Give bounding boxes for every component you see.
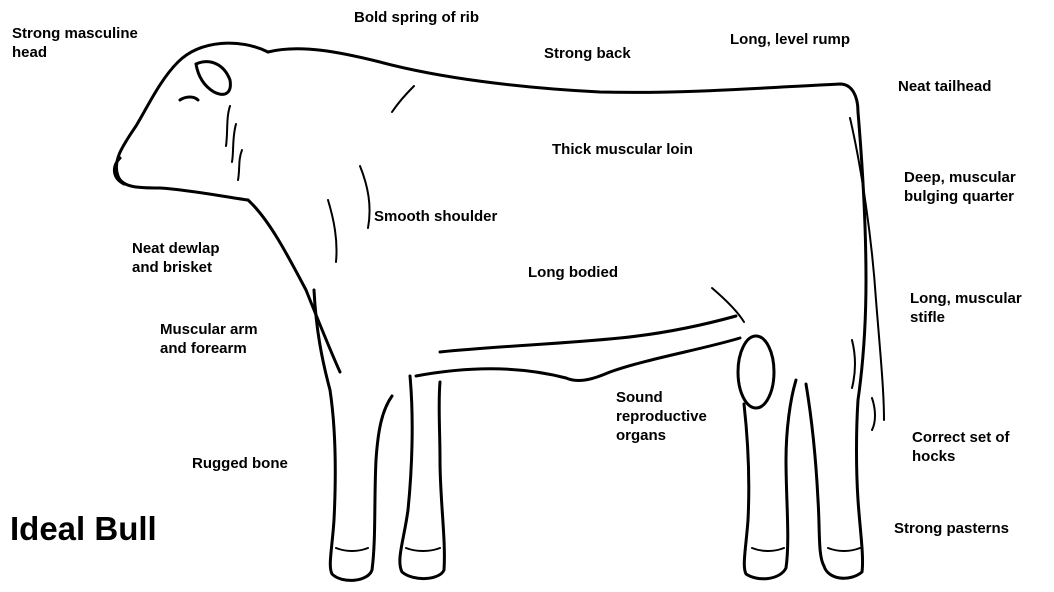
bull-dewlap [248,200,340,372]
bull-front-leg-left [314,290,392,580]
bull-head-outline [116,43,268,200]
bull-neck-wrinkles [226,106,242,180]
label-head: Strong masculine head [12,24,138,62]
label-reproductive: Sound reproductive organs [616,388,707,445]
page-title: Ideal Bull [10,510,157,548]
bull-shoulder-lines [328,86,414,262]
label-bone: Rugged bone [192,454,288,473]
bull-eye [180,97,198,100]
label-back: Strong back [544,44,631,63]
label-quarter: Deep, muscular bulging quarter [904,168,1016,206]
bull-hind-leg-right [806,384,824,566]
bull-belly [440,316,736,352]
label-shoulder: Smooth shoulder [374,207,497,226]
label-hocks: Correct set of hocks [912,428,1010,466]
bull-muzzle [114,158,124,184]
bull-scrotum [738,336,774,408]
label-dewlap: Neat dewlap and brisket [132,239,220,277]
label-rump: Long, level rump [730,30,850,49]
label-pasterns: Strong pasterns [894,519,1009,538]
bull-belly-lower [416,338,740,380]
bull-ear [196,62,230,95]
bull-hind-hoof-lines [752,548,860,551]
label-tailhead: Neat tailhead [898,77,991,96]
label-stifle: Long, muscular stifle [910,289,1022,327]
label-bodied: Long bodied [528,263,618,282]
label-loin: Thick muscular loin [552,140,693,159]
label-rib: Bold spring of rib [354,8,479,27]
bull-hind-quarter [824,112,866,578]
label-arm: Muscular arm and forearm [160,320,258,358]
bull-front-hoof-lines [336,548,440,551]
